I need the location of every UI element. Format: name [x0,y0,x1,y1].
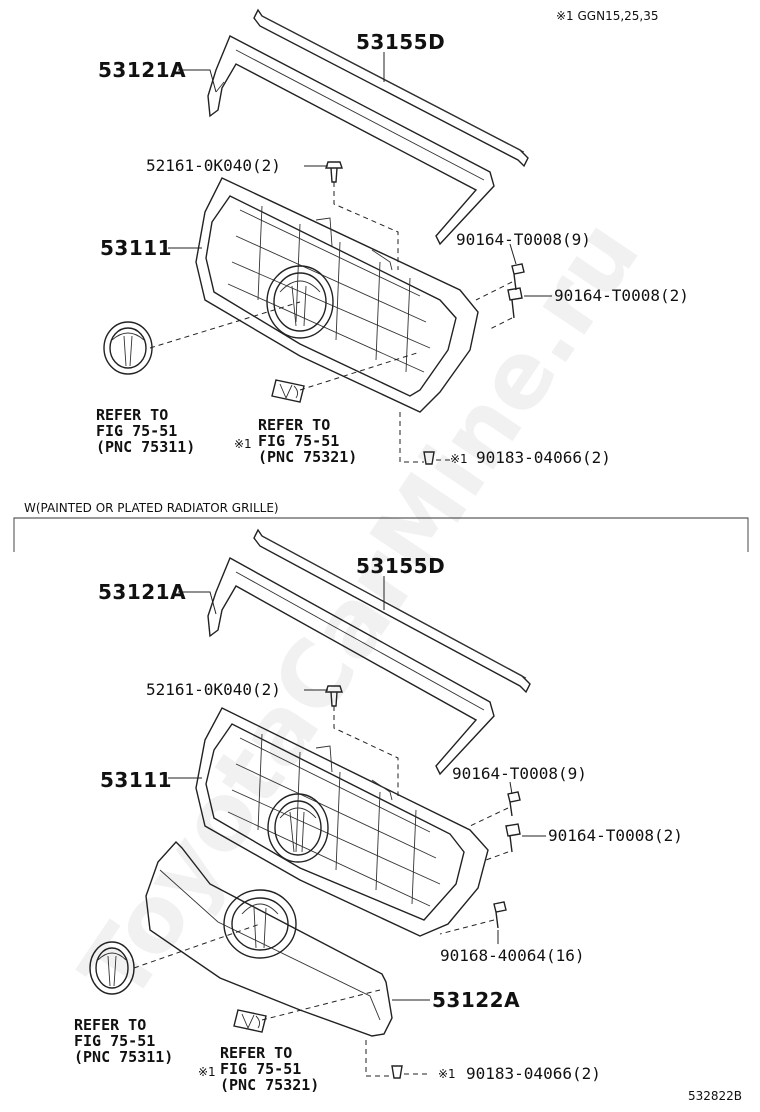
label-53155d-bottom: 53155D [356,554,446,578]
clip-90183 [423,451,435,465]
grille-53111 [195,177,479,413]
diagram-code: 532822B [688,1089,743,1103]
applicability-note: ※1 GGN15,25,35 [556,9,659,23]
screw-90164-b-bottom [505,823,521,853]
upper-garnish-53121a-bottom [207,557,495,776]
ref-emblem-bottom-line1: REFER TO [74,1016,147,1034]
ref-emblem-bottom-line3: (PNC 75311) [74,1047,174,1066]
ref-v6-bottom: REFER TO FIG 75-51 (PNC 75321) [220,1044,320,1094]
note-mark-v6-top: ※1 [234,437,252,451]
v6-badge-bottom [233,1009,267,1033]
bottom-assembly [89,528,546,1079]
lower-grille-53122a [145,840,393,1037]
label-90164-a-bottom: 90164-T0008(9) [452,764,587,783]
ref-v6-top: REFER TO FIG 75-51 (PNC 75321) [258,416,358,466]
ref-emblem-bottom: REFER TO FIG 75-51 (PNC 75311) [74,1016,174,1066]
ref-emblem-bottom-line2: FIG 75-51 [74,1031,156,1050]
note-mark-v6-bottom: ※1 [198,1065,216,1079]
label-53121a-bottom: 53121A [98,580,187,604]
label-90164-b-top: 90164-T0008(2) [554,286,689,305]
screw-90164-a-bottom [507,791,521,817]
label-53111-top: 53111 [100,236,173,260]
molding-strip-53155d-bottom [253,528,531,694]
grille-53111-bottom [195,707,489,937]
label-53122a-bottom: 53122A [432,988,521,1012]
ref-v6-top-line1: REFER TO [258,416,331,434]
ref-emblem-top-line3: (PNC 75311) [96,437,196,456]
ref-emblem-top-line1: REFER TO [96,406,169,424]
label-52161-bottom: 52161-0K040(2) [146,680,281,699]
emblem-bottom [89,941,135,995]
upper-garnish-53121a [207,35,495,246]
label-90183-top: 90183-04066(2) [476,448,611,467]
v6-badge-top [271,379,305,403]
ref-v6-bottom-line3: (PNC 75321) [220,1075,320,1094]
label-53111-bottom: 53111 [100,768,173,792]
screw-90164-b [507,287,523,319]
label-53121a-top: 53121A [98,58,187,82]
ref-emblem-top-line2: FIG 75-51 [96,421,178,440]
label-90168-bottom: 90168-40064(16) [440,946,585,965]
ref-v6-top-line3: (PNC 75321) [258,447,358,466]
label-53155d-top: 53155D [356,30,446,54]
ref-v6-bottom-line2: FIG 75-51 [220,1059,302,1078]
ref-emblem-top: REFER TO FIG 75-51 (PNC 75311) [96,406,196,456]
label-90183-bottom: 90183-04066(2) [466,1064,601,1083]
top-assembly [103,8,552,465]
clip-52161-bottom [325,685,343,707]
molding-strip-53155d [253,8,529,168]
clip-90183-bottom [391,1065,403,1079]
note-mark-90183-top: ※1 [450,452,468,466]
screw-90168-bottom [493,901,507,929]
emblem-top [103,321,153,375]
label-52161-top: 52161-0K040(2) [146,156,281,175]
label-90164-a-top: 90164-T0008(9) [456,230,591,249]
label-90164-b-bottom: 90164-T0008(2) [548,826,683,845]
screw-90164-a [511,263,525,291]
section-bracket [13,517,749,552]
section-heading: W(PAINTED OR PLATED RADIATOR GRILLE) [24,501,279,515]
ref-v6-bottom-line1: REFER TO [220,1044,293,1062]
clip-52161 [325,161,343,183]
note-mark-90183-bottom: ※1 [438,1067,456,1081]
ref-v6-top-line2: FIG 75-51 [258,431,340,450]
